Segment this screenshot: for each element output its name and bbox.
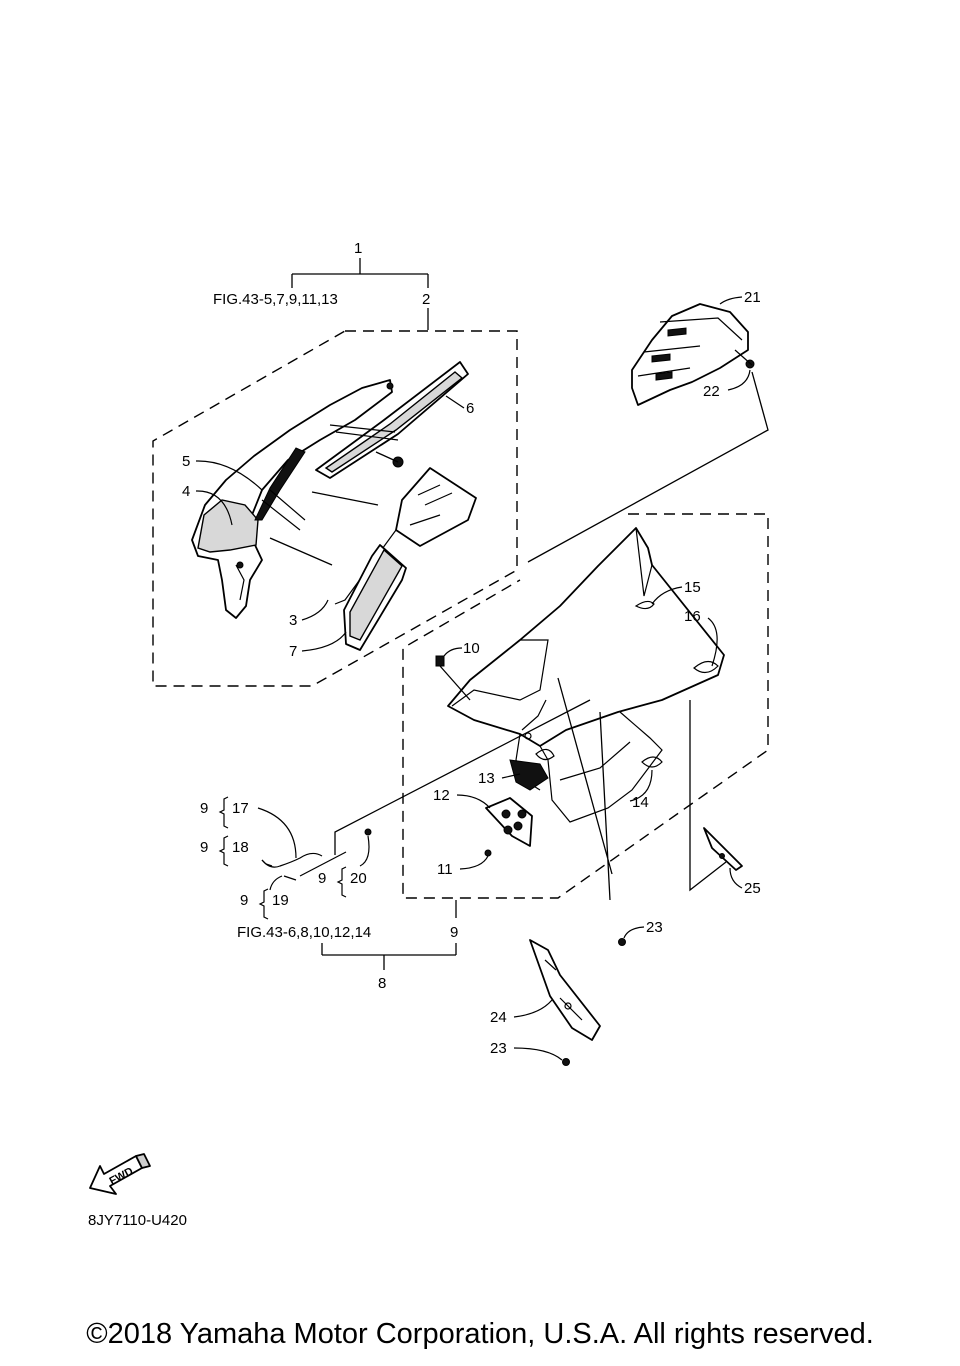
callout-15: 15 — [684, 579, 701, 596]
callout-7: 7 — [289, 643, 297, 660]
callout-24: 24 — [490, 1009, 507, 1026]
callout-8: 8 — [378, 975, 386, 992]
copyright-notice: ©2018 Yamaha Motor Corporation, U.S.A. A… — [86, 1318, 874, 1350]
group-bracket-upper — [291, 258, 429, 330]
wire-parts-17-20 — [261, 828, 372, 881]
screw-part-23a — [618, 938, 626, 946]
diagram-code: 8JY7110-U420 — [88, 1212, 187, 1229]
callout-1: 1 — [354, 240, 362, 257]
leader-9-top — [334, 699, 591, 855]
callout-23a: 23 — [646, 919, 663, 936]
group-prefix-17: 9 — [200, 800, 208, 817]
callout-23b: 23 — [490, 1040, 507, 1057]
callout-22: 22 — [703, 383, 720, 400]
bracket-part-12 — [485, 797, 533, 847]
callout-12: 12 — [433, 787, 450, 804]
callout-13: 13 — [478, 770, 495, 787]
cowl-panel-4-5 — [191, 379, 394, 619]
callout-17: 17 — [232, 800, 249, 817]
callout-4: 4 — [182, 483, 190, 500]
figure-ref-upper: FIG.43-5,7,9,11,13 — [213, 291, 338, 308]
lower-main-body — [447, 527, 725, 901]
clip-part-10 — [435, 655, 445, 667]
panel-part-3 — [334, 467, 477, 605]
callout-11: 11 — [437, 861, 453, 878]
leader-upper-b — [269, 537, 333, 566]
callout-18: 18 — [232, 839, 249, 856]
callout-25: 25 — [744, 880, 761, 897]
callout-10: 10 — [463, 640, 480, 657]
callout-3: 3 — [289, 612, 297, 629]
callout-5: 5 — [182, 453, 190, 470]
bracket-part-24 — [529, 939, 601, 1041]
part-25 — [703, 827, 743, 871]
figure-ref-lower: FIG.43-6,8,10,12,14 — [237, 924, 371, 941]
leader-22 — [527, 371, 769, 563]
callout-21: 21 — [744, 289, 761, 306]
pad-part-7 — [343, 544, 407, 651]
leader-upper-a — [311, 491, 379, 506]
callout-2: 2 — [422, 291, 430, 308]
forward-arrow: FWD — [89, 1153, 151, 1195]
group-prefix-20: 9 — [318, 870, 326, 887]
screw-part-23b — [562, 1058, 570, 1066]
group-outline-upper — [152, 330, 518, 687]
callout-14: 14 — [632, 794, 649, 811]
group-bracket-lower — [321, 943, 457, 970]
callout-19: 19 — [272, 892, 289, 909]
callout-20: 20 — [350, 870, 367, 887]
callout-6: 6 — [466, 400, 474, 417]
screw-part-11 — [484, 849, 492, 857]
leader-25 — [689, 700, 727, 892]
callout-16: 16 — [684, 608, 701, 625]
group-prefix-18: 9 — [200, 839, 208, 856]
part-21-22 — [631, 303, 755, 406]
callout-9: 9 — [450, 924, 458, 941]
group-outline-lower — [402, 513, 769, 899]
group-prefix-19: 9 — [240, 892, 248, 909]
strip-part-6 — [315, 361, 469, 479]
